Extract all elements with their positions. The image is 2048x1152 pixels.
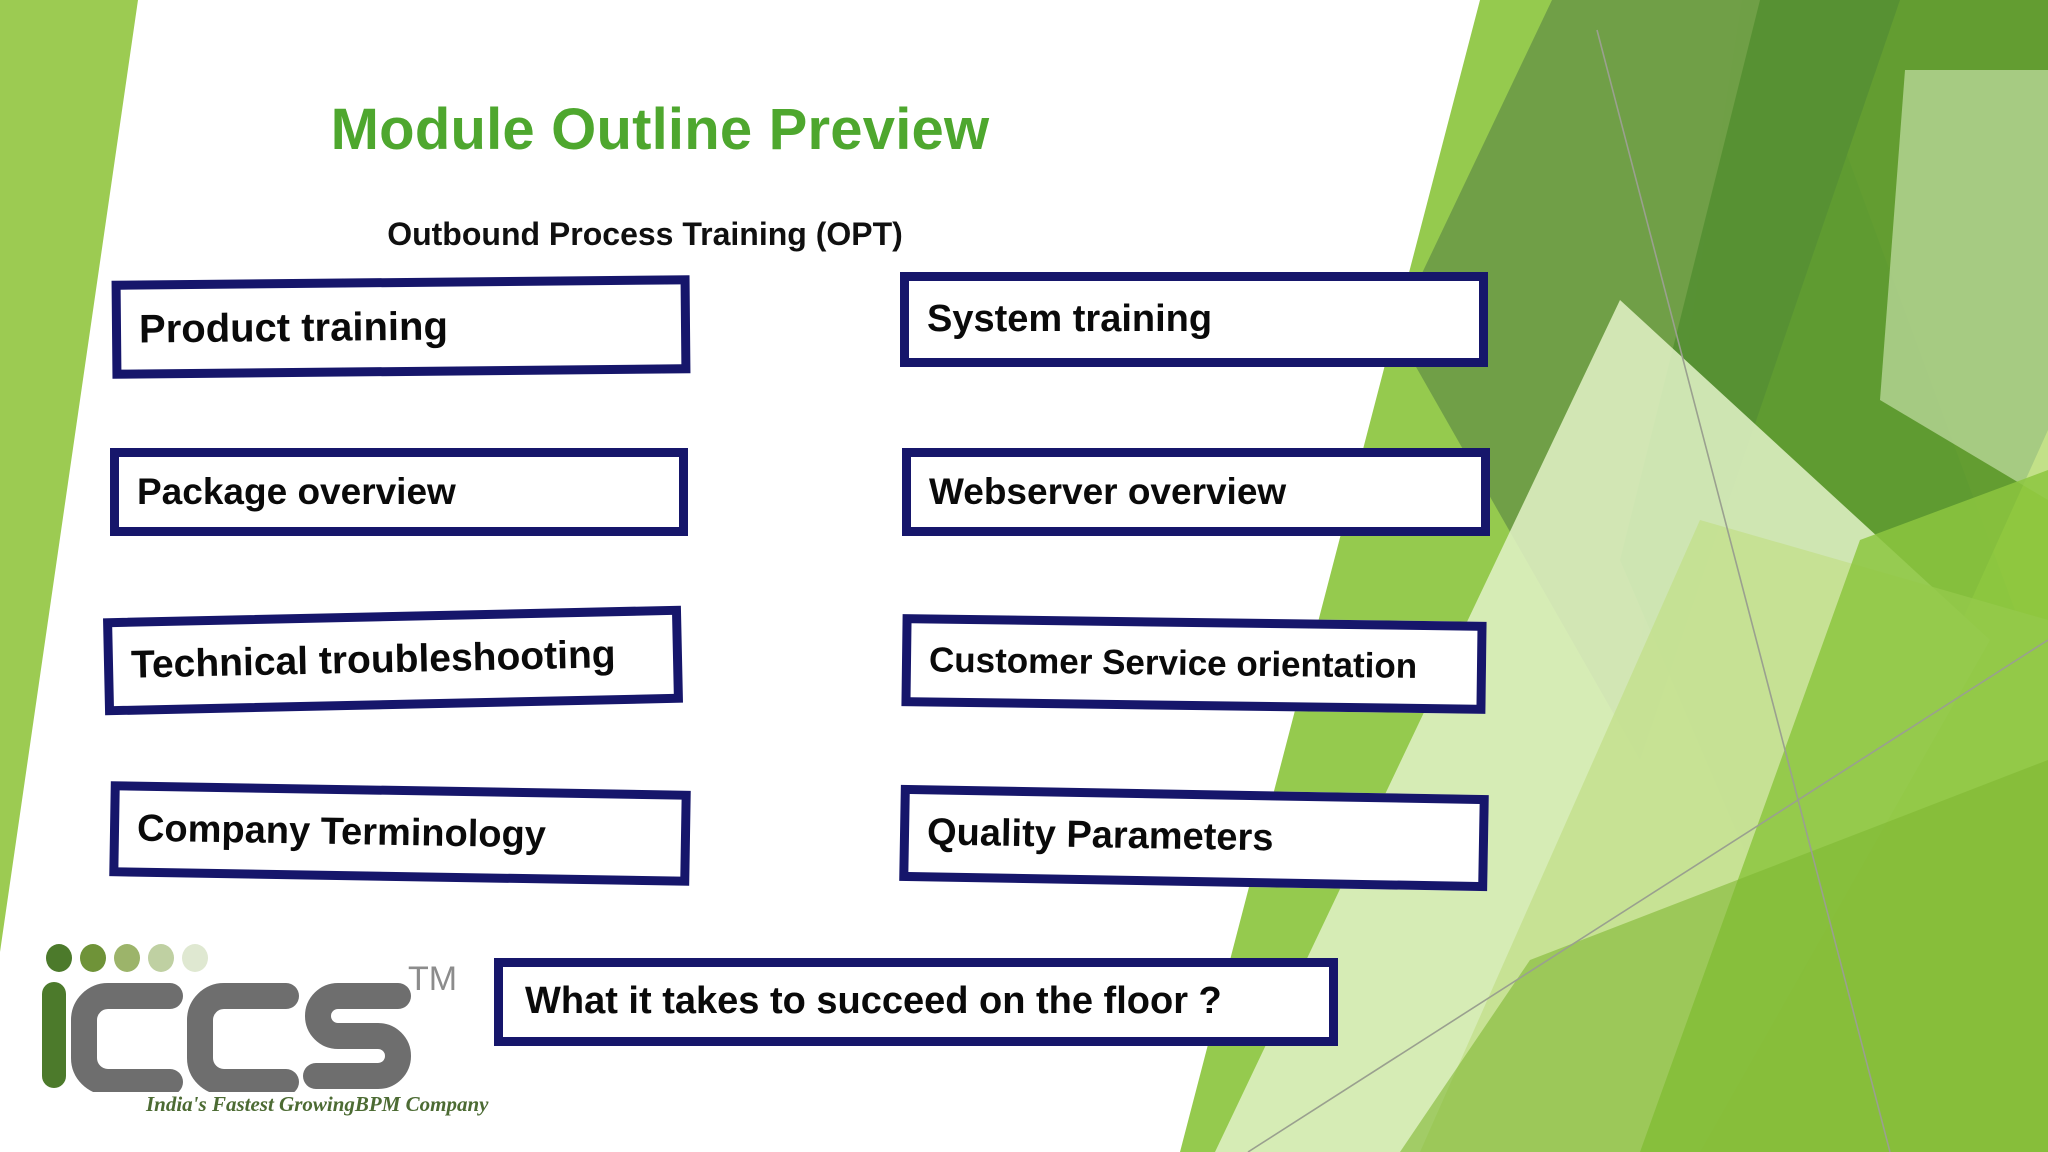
shape-lower-dark [1640, 470, 2048, 1152]
iccs-wordmark-icon [42, 982, 411, 1092]
module-label: Product training [138, 304, 449, 352]
logo-dot-1 [46, 944, 72, 972]
hairline-diagonal-1 [1596, 29, 1891, 1152]
module-box-quality-parameters[interactable]: Quality Parameters [899, 784, 1489, 892]
module-box-company-terminology[interactable]: Company Terminology [109, 781, 691, 886]
logo-tagline: India's Fastest GrowingBPM Company [146, 1092, 489, 1116]
module-label: Webserver overview [929, 470, 1287, 512]
logo-dot-3 [114, 944, 140, 972]
module-label: Customer Service orientation [928, 640, 1418, 686]
module-box-succeed-on-floor[interactable]: What it takes to succeed on the floor ? [494, 958, 1338, 1046]
logo-dot-4 [148, 944, 174, 972]
hairline-diagonal-2 [1247, 639, 2048, 1152]
module-label: Package overview [137, 470, 456, 512]
shape-soft-highlight [1880, 70, 2048, 500]
logo-dots-row [46, 944, 208, 972]
iccs-logo: TM India's Fastest GrowingBPM Company [38, 940, 489, 1130]
module-label: Technical troubleshooting [130, 633, 617, 687]
page-title: Module Outline Preview [330, 97, 990, 162]
shape-bottom-deep [1400, 760, 2048, 1152]
module-label: System training [927, 297, 1213, 340]
logo-letter-s [303, 983, 411, 1089]
logo-dot-2 [80, 944, 106, 972]
shape-light-green [1420, 520, 2048, 1152]
shape-bright-right [1560, 0, 2048, 1152]
module-label: Company Terminology [136, 807, 547, 856]
module-box-customer-service-orientation[interactable]: Customer Service orientation [901, 614, 1487, 714]
trademark-icon: TM [408, 960, 458, 998]
module-box-system-training[interactable]: System training [900, 272, 1488, 367]
logo-dot-5 [182, 944, 208, 972]
module-box-package-overview[interactable]: Package overview [110, 448, 688, 536]
logo-letter-c2 [187, 983, 299, 1092]
logo-letter-c1 [71, 983, 183, 1092]
shape-dark-green [1620, 0, 2048, 980]
module-label: Quality Parameters [926, 811, 1274, 860]
module-label: What it takes to succeed on the floor ? [525, 980, 1222, 1023]
module-box-technical-troubleshooting[interactable]: Technical troubleshooting [103, 605, 683, 716]
module-box-webserver-overview[interactable]: Webserver overview [902, 448, 1490, 536]
logo-letter-i [42, 982, 66, 1088]
page-subtitle: Outbound Process Training (OPT) [387, 216, 903, 252]
module-box-product-training[interactable]: Product training [111, 275, 691, 379]
